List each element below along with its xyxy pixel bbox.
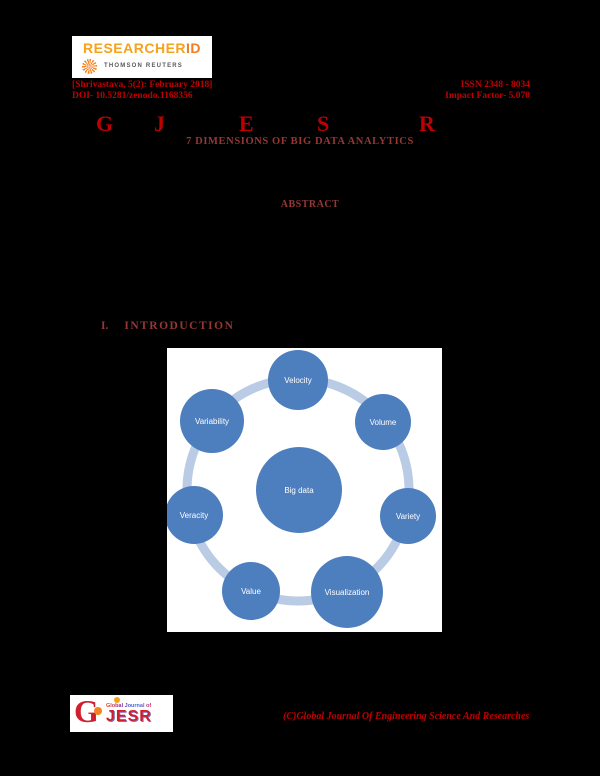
copyright-line: (C)Global Journal Of Engineering Science…	[283, 711, 530, 722]
citation-line: [Shrivastava, 5(2): February 2018]	[72, 80, 213, 90]
svg-text:Visualization: Visualization	[325, 588, 370, 597]
node-visualization: Visualization	[311, 556, 383, 628]
svg-text:Variability: Variability	[195, 417, 229, 426]
node-big-data-center: Big data	[256, 447, 342, 533]
svg-text:Big data: Big data	[284, 486, 314, 495]
researcherid-logo: RESEARCHERID THOMSON REUTERS	[72, 36, 212, 78]
node-variety: Variety	[380, 488, 436, 544]
gjesr-top-dot-icon	[114, 697, 120, 703]
svg-text:Velocity: Velocity	[284, 376, 312, 385]
cycle-diagram-svg: Velocity Volume Variety Visualization Va…	[167, 350, 436, 628]
big-data-dimensions-diagram: Velocity Volume Variety Visualization Va…	[167, 348, 442, 632]
gjesr-wordmark: JESR	[106, 708, 152, 725]
introduction-number: I.	[101, 320, 109, 332]
gjesr-small-text: Global Journal of	[106, 703, 152, 709]
node-value: Value	[222, 562, 280, 620]
issn-block: ISSN 2348 - 8034 Impact Factor- 5.070	[445, 80, 530, 102]
paper-title: 7 DIMENSIONS OF BIG DATA ANALYTICS	[186, 136, 414, 147]
thomson-reuters-text: THOMSON REUTERS	[104, 63, 184, 69]
introduction-label: INTRODUCTION	[124, 320, 235, 332]
issn-line: ISSN 2348 - 8034	[460, 80, 530, 90]
journal-initial-r: R	[419, 111, 435, 136]
journal-initial-e: E	[239, 111, 254, 136]
node-volume: Volume	[355, 394, 411, 450]
citation-block: [Shrivastava, 5(2): February 2018] DOI- …	[72, 80, 212, 102]
svg-text:Volume: Volume	[370, 418, 397, 427]
svg-text:Value: Value	[241, 587, 261, 596]
journal-initial-s: S	[317, 111, 330, 136]
svg-text:Variety: Variety	[396, 512, 420, 521]
node-variability: Variability	[180, 389, 244, 453]
researcherid-wordmark: RESEARCHERID	[83, 40, 201, 56]
impact-factor-line: Impact Factor- 5.070	[445, 91, 530, 101]
abstract-heading: ABSTRACT	[280, 199, 340, 210]
journal-initial-j: J	[154, 111, 165, 136]
gjesr-logo: G Global Journal of JESR	[70, 694, 173, 732]
gjesr-orange-dot-icon	[94, 707, 102, 715]
thomson-reuters-swirl-icon	[82, 59, 97, 74]
journal-initial-g: G	[96, 111, 114, 136]
node-velocity: Velocity	[268, 350, 328, 410]
researcher-text: RESEARCHER	[83, 40, 187, 56]
introduction-heading: I. INTRODUCTION	[101, 320, 234, 332]
doi-line: DOI- 10.5281/zenodo.1168356	[72, 91, 193, 101]
svg-text:Veracity: Veracity	[180, 511, 208, 520]
node-veracity: Veracity	[167, 486, 223, 544]
id-text: ID	[186, 40, 202, 56]
